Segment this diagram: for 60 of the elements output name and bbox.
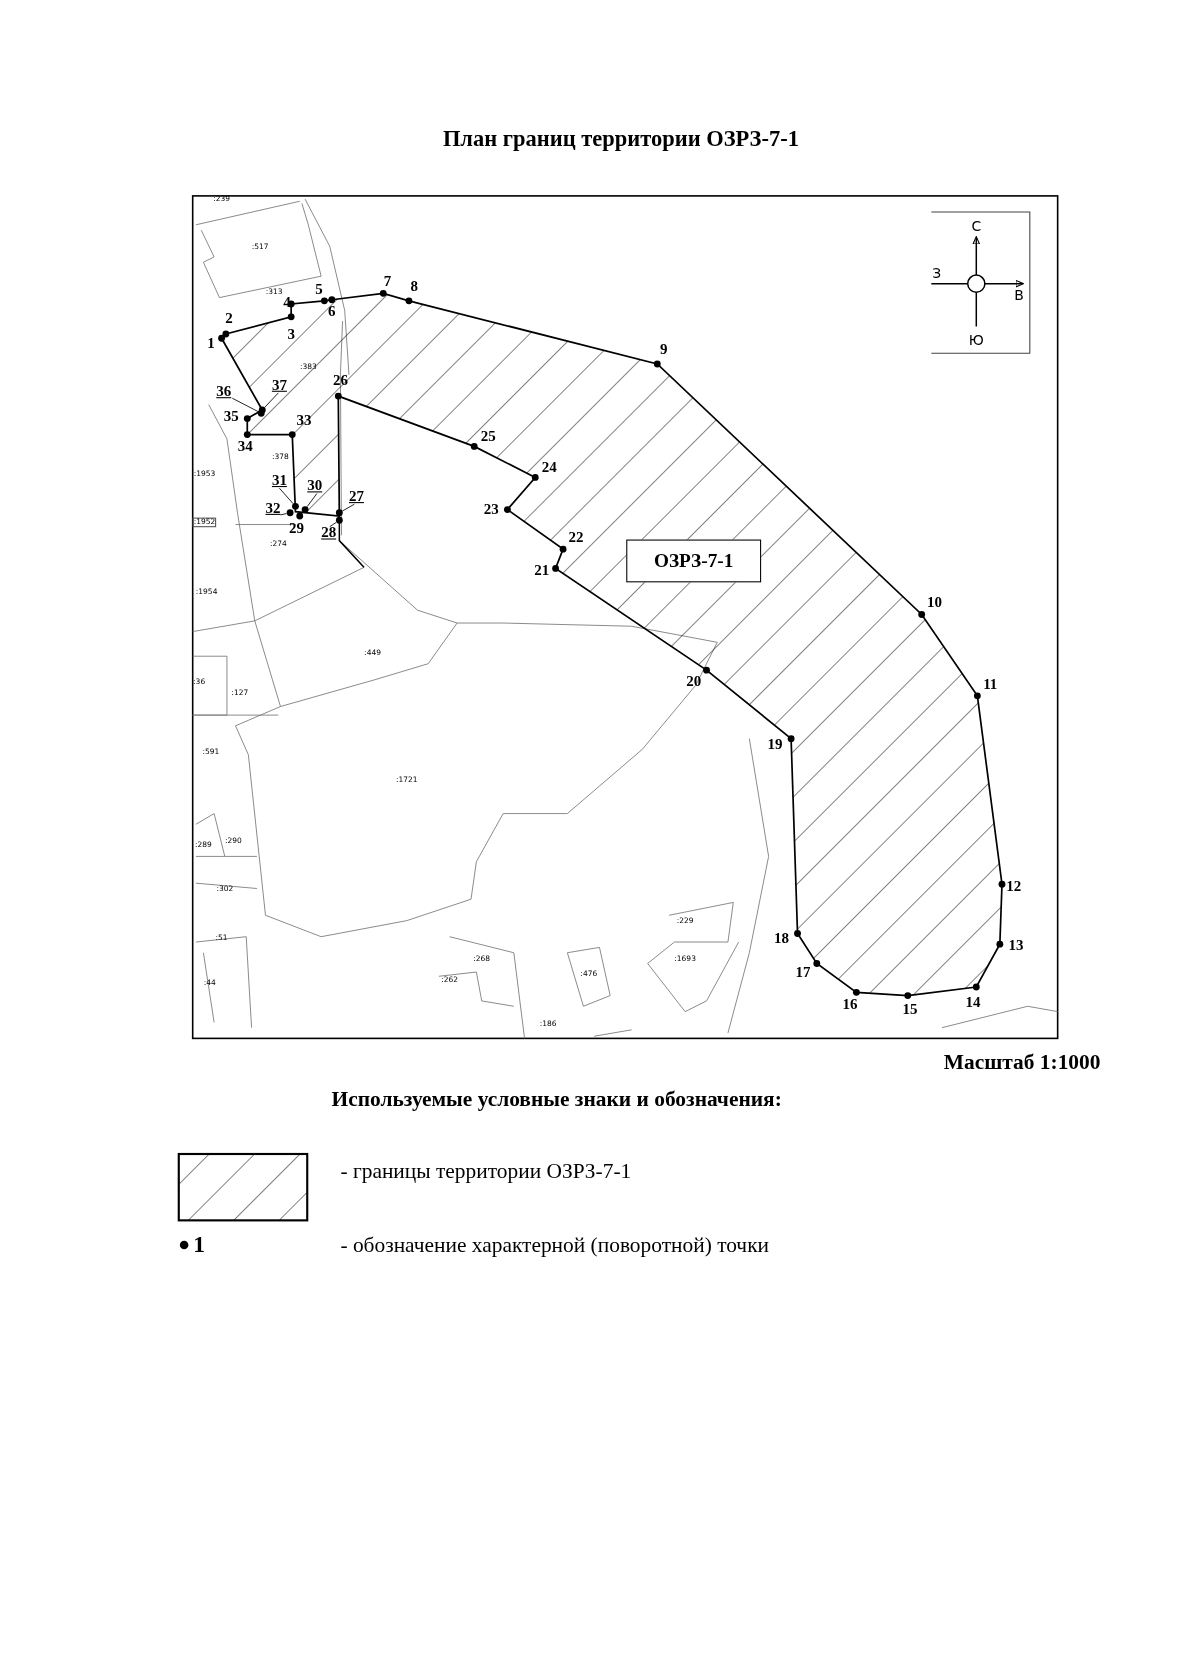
compass-letter: В [1014, 288, 1024, 303]
boundary-point [286, 509, 294, 517]
point-number: 26 [332, 373, 348, 389]
point-number: 12 [1006, 878, 1022, 894]
point-number: 27 [349, 489, 364, 505]
point-number: 22 [568, 529, 584, 545]
point-number: 7 [383, 274, 392, 290]
point-number: 6 [328, 304, 336, 319]
leader-line [329, 521, 337, 528]
point-number: 18 [773, 931, 789, 947]
point-number: 24 [541, 460, 557, 476]
legend-text: - обозначение характерной (поворотной) точки [340, 1234, 769, 1256]
point-number: 35 [223, 408, 239, 424]
point-number: 3 [287, 327, 295, 343]
title: План границ территории ОЗРЗ-7-1 [442, 127, 799, 151]
point-number: 14 [965, 995, 981, 1011]
point-number: 30 [307, 478, 323, 494]
point-number: 15 [902, 1002, 918, 1017]
point-number: 34 [237, 438, 253, 454]
point-number: 5 [315, 282, 323, 298]
boundary-point [292, 502, 299, 510]
boundary-point [258, 406, 266, 414]
leader-line [278, 487, 294, 505]
point-number: 19 [767, 737, 783, 753]
point-number: 9 [659, 342, 668, 358]
leader-line [264, 392, 279, 408]
point-number: 21 [534, 563, 550, 579]
point-number: 1 [207, 336, 215, 352]
boundary-point [335, 516, 343, 524]
point-number: 11 [983, 677, 998, 693]
compass-letter: Ю [968, 333, 984, 348]
zone-label-box: ОЗРЗ-7-1 [626, 539, 762, 583]
leader-line [231, 397, 259, 412]
point-number: 33 [296, 413, 312, 429]
leader-line [280, 513, 287, 516]
point-number: 20 [686, 674, 702, 690]
legend-heading: Используемые условные знаки и обозначения: [331, 1087, 782, 1110]
leader-line [342, 503, 355, 512]
point-number: 25 [480, 429, 496, 445]
point-number: 28 [321, 525, 337, 541]
point-number: 37 [271, 377, 287, 393]
point-number: 31 [271, 473, 287, 489]
legend-text: - границы территории ОЗРЗ-7-1 [340, 1159, 632, 1181]
point-number: 16 [842, 997, 858, 1013]
point-number: 13 [1008, 937, 1024, 953]
point-number: 8 [410, 279, 419, 295]
scale-text: Масштаб 1:1000 [943, 1051, 1101, 1073]
point-number: 10 [927, 595, 943, 611]
boundary-point [301, 506, 309, 513]
point-number: 17 [795, 965, 811, 981]
compass-letter: З [932, 266, 942, 280]
point-number: 2 [225, 311, 233, 327]
boundary-point [335, 509, 343, 517]
leader-line [306, 493, 318, 508]
point-number: 29 [289, 521, 304, 537]
legend-point-number: 1 [193, 1233, 205, 1257]
point-number: 32 [265, 501, 281, 516]
point-number: 36 [216, 384, 232, 400]
compass-letter: С [971, 218, 982, 233]
point-number: 23 [483, 502, 499, 518]
